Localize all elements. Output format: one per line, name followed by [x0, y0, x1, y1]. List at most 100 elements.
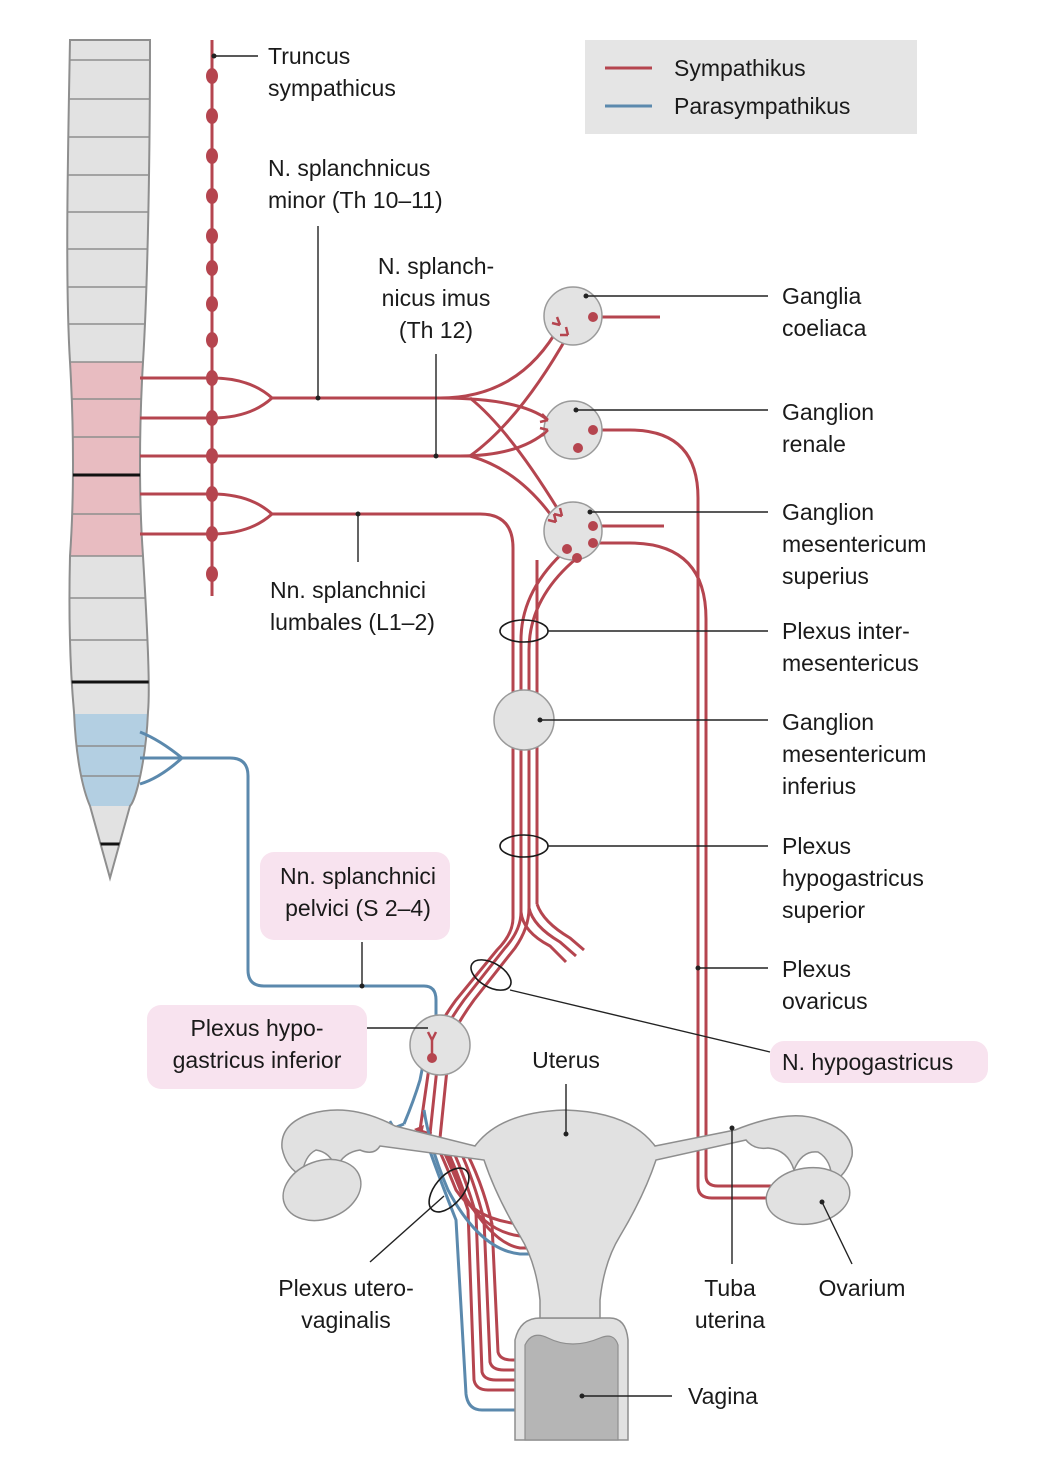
fork: [547, 513, 558, 524]
trunk-ganglion: [206, 228, 218, 244]
imus-to-coeliac: [469, 334, 570, 458]
label-coeliaca-2: coeliaca: [782, 315, 867, 341]
fork: [426, 1031, 438, 1041]
label-uterovaginalis-2: vaginalis: [301, 1307, 391, 1333]
uterus-body: [281, 1109, 853, 1319]
sympathetic-trunk: [206, 40, 218, 596]
splanchnic-nerves: [140, 315, 788, 1392]
trunk-ganglion: [206, 108, 218, 124]
label-n-hypogastricus: N. hypogastricus: [782, 1049, 953, 1075]
label-renale-2: renale: [782, 431, 846, 457]
label-truncus-1: Truncus: [268, 43, 350, 69]
spinal-segment-band: [67, 556, 150, 714]
label-vagina: Vagina: [688, 1383, 758, 1409]
label-hypo-sup-2: hypogastricus: [782, 865, 924, 891]
label-renale-1: Ganglion: [782, 399, 874, 425]
leader-dot: [573, 407, 579, 413]
leader-dot: [819, 1199, 825, 1205]
n-hypogastricus-box: [770, 1041, 988, 1083]
leader-lines: [214, 55, 853, 1397]
label-truncus-2: sympathicus: [268, 75, 396, 101]
vaginal-fiber-4: [460, 1143, 534, 1362]
synapse-dot: [588, 425, 598, 435]
label-imus-3: (Th 12): [399, 317, 473, 343]
leader-dot: [355, 511, 361, 517]
leader-dot: [359, 983, 365, 989]
synapse-dot: [562, 544, 572, 554]
label-hypo-sup-3: superior: [782, 897, 865, 923]
label-uterovaginalis-1: Plexus utero-: [278, 1275, 414, 1301]
label-pelvici-2: pelvici (S 2–4): [285, 895, 431, 921]
splanchnici-pelvici-box: [260, 852, 450, 940]
leader-dot: [695, 965, 701, 971]
bundle-branch-1: [519, 911, 568, 964]
vagina-lumen: [524, 1334, 619, 1441]
right-ovary: [765, 1166, 851, 1226]
descending-bundle-2: [438, 556, 578, 1139]
plexus-hypogastricus-superior-ring: [499, 834, 549, 858]
trunk-ganglion: [206, 296, 218, 312]
leader-dot: [537, 717, 543, 723]
trunk-ganglion: [206, 188, 218, 204]
fork: [539, 426, 549, 437]
minor-to-renal: [439, 396, 549, 422]
splanchnic-minor-nerve-2: [140, 396, 274, 420]
legend-sympathetic-label: Sympathikus: [674, 55, 806, 81]
leader-dot: [583, 293, 589, 299]
leader-dot: [211, 53, 217, 59]
leader-n-hypogastricus: [509, 989, 771, 1053]
label-mes-inf-1: Ganglion: [782, 709, 874, 735]
plexus-hypogastricus-inferior-ganglion: [409, 1014, 471, 1076]
pelvic-splanchnic-trunk: [182, 756, 438, 1125]
synapse-dot: [588, 538, 598, 548]
organs: [281, 1109, 853, 1441]
leader-dot: [729, 1125, 735, 1131]
trunk-ganglion: [206, 68, 218, 84]
synapse-dot: [588, 521, 598, 531]
label-mes-inf-3: inferius: [782, 773, 856, 799]
synapse-dot: [573, 443, 583, 453]
trunk-ganglion: [206, 566, 218, 582]
synapse-dot: [572, 553, 582, 563]
synapse-dot: [588, 312, 598, 322]
label-hypo-sup-1: Plexus: [782, 833, 851, 859]
labels: Truncus sympathicus N. splanchnicus mino…: [173, 43, 954, 1409]
legend: Sympathikus Parasympathikus: [585, 40, 917, 134]
label-coeliaca-1: Ganglia: [782, 283, 861, 309]
minor-to-mes-sup: [469, 396, 564, 517]
synapse-dot: [427, 1053, 437, 1063]
splanchnic-minor-nerve: [140, 376, 445, 400]
trunk-ganglion: [206, 260, 218, 276]
spinal-segment-band: [67, 362, 150, 556]
label-minor-1: N. splanchnicus: [268, 155, 430, 181]
ganglia: [409, 286, 603, 1076]
label-ovaricus-2: ovaricus: [782, 988, 868, 1014]
plexus-intermesentericus-ring: [499, 619, 549, 643]
lumbar-splanchnic-nerve-2: [140, 512, 274, 536]
fork: [551, 316, 562, 327]
bundle-branch-2: [527, 907, 577, 958]
label-mes-inf-2: mesentericum: [782, 741, 926, 767]
label-hypo-inf-2: gastricus inferior: [173, 1047, 342, 1073]
leader-uterovaginalis: [369, 1195, 445, 1263]
spinal-cord: [66, 39, 152, 882]
leader-ovarium: [821, 1201, 853, 1265]
imus-to-mes-sup: [469, 454, 558, 523]
trunk-ganglion: [206, 332, 218, 348]
highlight-boxes: [147, 852, 988, 1089]
para-vaginal-fiber: [424, 1139, 538, 1412]
label-imus-2: nicus imus: [382, 285, 491, 311]
label-minor-2: minor (Th 10–11): [268, 187, 443, 213]
leader-dot: [433, 453, 439, 459]
label-tuba-2: uterina: [695, 1307, 766, 1333]
hypogastricus-inferior-box: [147, 1005, 367, 1089]
plexus-uterovaginalis-ring: [428, 1167, 470, 1213]
label-imus-1: N. splanch-: [378, 253, 494, 279]
trunk-ganglion: [206, 148, 218, 164]
label-ovarium: Ovarium: [819, 1275, 906, 1301]
pelvic-splanchnic-1: [139, 730, 183, 760]
renal-efferent: [592, 428, 788, 1200]
n-hypogastricus-ring: [470, 959, 512, 991]
